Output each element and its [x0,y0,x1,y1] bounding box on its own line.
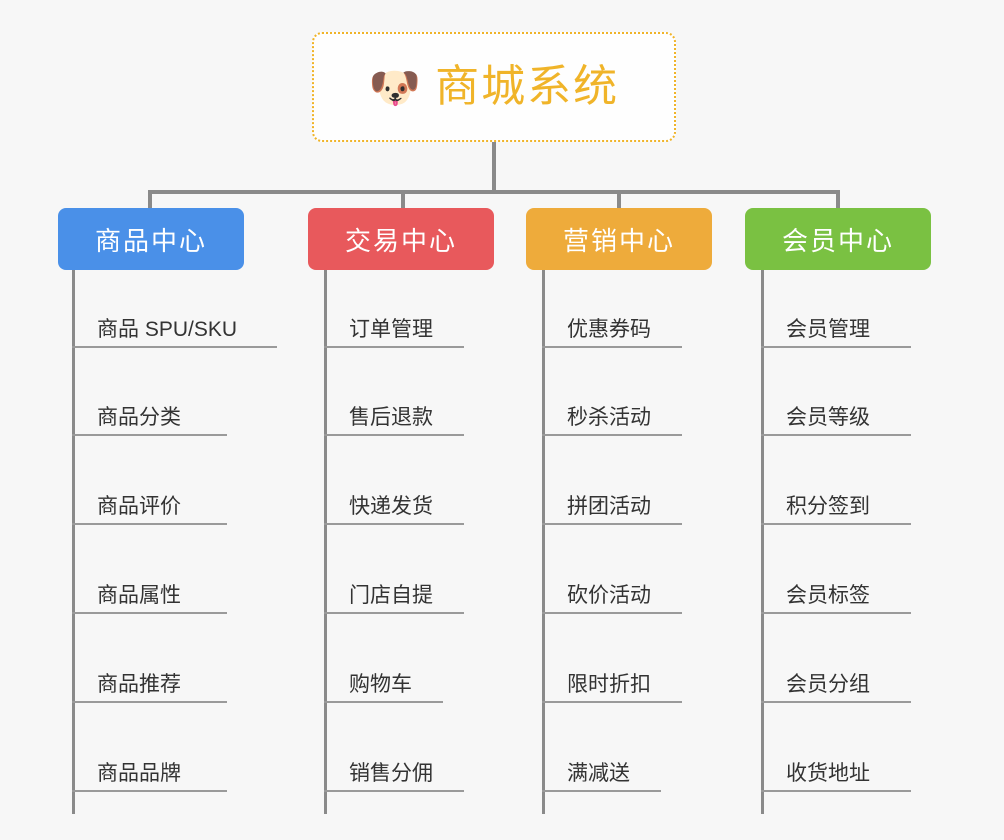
leaf-label: 限时折扣 [567,673,651,696]
leaf-item[interactable]: 商品品牌 [72,704,227,792]
leaf-item[interactable]: 会员分组 [761,615,911,703]
column-stem [761,270,764,814]
leaf-label: 商品推荐 [97,673,181,696]
category-label: 营销中心 [562,225,675,256]
leaf-underline [542,701,682,703]
leaf-item[interactable]: 门店自提 [324,526,464,614]
leaf-label: 商品评价 [97,495,181,518]
leaf-label: 商品属性 [97,584,181,607]
leaf-underline [761,612,911,614]
leaf-underline [761,523,911,525]
column-stem [72,270,75,814]
leaf-label: 售后退款 [349,406,433,429]
leaf-item[interactable]: 积分签到 [761,437,911,525]
leaf-label: 收货地址 [786,762,870,785]
leaf-underline [761,701,911,703]
leaf-underline [761,790,911,792]
leaf-item[interactable]: 商品属性 [72,526,227,614]
leaf-underline [324,701,443,703]
dog-face-icon: 🐶 [368,64,422,111]
leaf-label: 购物车 [349,673,412,696]
leaf-label: 积分签到 [786,495,870,518]
leaf-underline [761,434,911,436]
leaf-underline [542,612,682,614]
leaf-item[interactable]: 销售分佣 [324,704,464,792]
leaf-item[interactable]: 满减送 [542,704,661,792]
leaf-item[interactable]: 限时折扣 [542,615,682,703]
leaf-item[interactable]: 商品推荐 [72,615,227,703]
leaf-item[interactable]: 拼团活动 [542,437,682,525]
leaf-item[interactable]: 商品评价 [72,437,227,525]
leaf-item[interactable]: 收货地址 [761,704,911,792]
leaf-item[interactable]: 秒杀活动 [542,348,682,436]
root-node-shopping-mall-system[interactable]: 🐶 商城系统 [312,32,676,142]
leaf-label: 订单管理 [349,318,433,341]
leaf-item[interactable]: 会员等级 [761,348,911,436]
connector-drop-trade-center [401,190,405,210]
leaf-underline [72,612,227,614]
leaf-underline [324,523,464,525]
leaf-underline [324,346,464,348]
leaf-underline [72,434,227,436]
root-title: 商城系统 [435,62,620,111]
leaf-underline [72,523,227,525]
leaf-label: 商品分类 [97,406,181,429]
leaf-label: 会员标签 [786,584,870,607]
leaf-item[interactable]: 商品 SPU/SKU [72,260,277,348]
leaf-item[interactable]: 会员管理 [761,260,911,348]
category-header-trade-center[interactable]: 交易中心 [308,208,494,270]
category-header-member-center[interactable]: 会员中心 [745,208,931,270]
leaf-label: 销售分佣 [349,762,433,785]
leaf-underline [542,346,682,348]
leaf-underline [761,346,911,348]
category-label: 会员中心 [781,225,894,256]
connector-drop-marketing-center [617,190,621,210]
connector-drop-member-center [836,190,840,210]
category-header-marketing-center[interactable]: 营销中心 [526,208,712,270]
leaf-underline [324,790,464,792]
leaf-item[interactable]: 会员标签 [761,526,911,614]
leaf-underline [542,523,682,525]
connector-drop-product-center [148,190,152,210]
category-header-product-center[interactable]: 商品中心 [58,208,244,270]
leaf-underline [72,790,227,792]
leaf-label: 满减送 [567,762,630,785]
leaf-underline [542,434,682,436]
leaf-label: 砍价活动 [567,584,651,607]
connector-horizontal-bus [150,190,840,194]
leaf-item[interactable]: 售后退款 [324,348,464,436]
leaf-label: 优惠券码 [567,318,651,341]
leaf-underline [72,701,227,703]
leaf-item[interactable]: 商品分类 [72,348,227,436]
leaf-label: 门店自提 [349,584,433,607]
category-label: 商品中心 [94,225,207,256]
leaf-label: 会员分组 [786,673,870,696]
leaf-label: 商品品牌 [97,762,181,785]
leaf-item[interactable]: 砍价活动 [542,526,682,614]
leaf-label: 商品 SPU/SKU [97,318,238,341]
column-stem [324,270,327,814]
leaf-item[interactable]: 订单管理 [324,260,464,348]
leaf-label: 秒杀活动 [567,406,651,429]
leaf-underline [542,790,661,792]
leaf-item[interactable]: 优惠券码 [542,260,682,348]
leaf-label: 会员等级 [786,406,870,429]
connector-root-trunk [492,142,496,192]
leaf-item[interactable]: 快递发货 [324,437,464,525]
leaf-underline [324,612,464,614]
leaf-label: 会员管理 [786,318,870,341]
leaf-underline [324,434,464,436]
leaf-underline [72,346,277,348]
column-stem [542,270,545,814]
leaf-label: 快递发货 [349,495,433,518]
leaf-item[interactable]: 购物车 [324,615,443,703]
category-label: 交易中心 [344,225,457,256]
leaf-label: 拼团活动 [567,495,651,518]
